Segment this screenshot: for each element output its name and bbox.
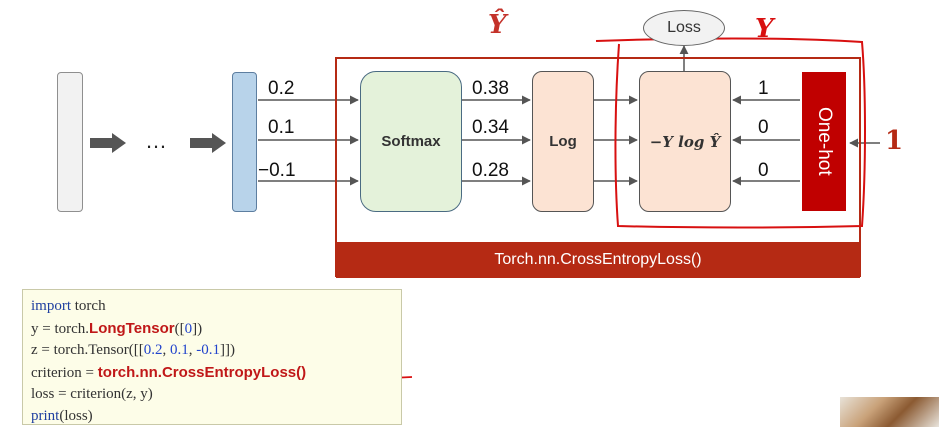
loss-node: Loss xyxy=(643,10,725,46)
cross-entropy-formula-box: −Y log Ŷ xyxy=(639,71,731,212)
onehot-label: One-hot xyxy=(814,107,835,176)
softmax-value-2: 0.34 xyxy=(472,117,509,138)
crossentropy-banner-label: Torch.nn.CrossEntropyLoss() xyxy=(494,251,702,268)
onehot-value-2: 0 xyxy=(758,117,769,138)
input-value-3: −0.1 xyxy=(258,160,296,181)
y-annotation-loop xyxy=(595,37,866,229)
softmax-box: Softmax xyxy=(360,71,462,212)
class-index-label: 1 xyxy=(885,126,904,156)
code-line-1: import torch xyxy=(31,298,106,314)
log-label: Log xyxy=(549,133,577,150)
loss-label: Loss xyxy=(667,19,701,36)
logits-box xyxy=(232,72,257,212)
input-value-2: 0.1 xyxy=(268,117,295,138)
y-hat-label: Ŷ xyxy=(488,10,507,40)
softmax-label: Softmax xyxy=(381,133,441,150)
flow-arrow-1 xyxy=(90,133,126,153)
input-layer-box xyxy=(57,72,83,212)
crossentropy-banner: Torch.nn.CrossEntropyLoss() xyxy=(336,242,860,278)
code-block: import torch y = torch.LongTensor([0]) z… xyxy=(22,289,402,425)
onehot-value-3: 0 xyxy=(758,160,769,181)
cross-entropy-formula: −Y log Ŷ xyxy=(649,132,721,151)
code-line-6: print(loss) xyxy=(31,407,93,424)
input-value-1: 0.2 xyxy=(268,78,295,99)
ellipsis: … xyxy=(145,128,167,153)
code-line-3: z = torch.Tensor([[0.2, 0.1, -0.1]]) xyxy=(31,342,236,358)
y-label: Y xyxy=(755,14,774,44)
flow-arrow-2 xyxy=(190,133,226,153)
log-box: Log xyxy=(532,71,594,212)
softmax-value-1: 0.38 xyxy=(472,78,509,99)
code-line-2: y = torch.LongTensor([0]) xyxy=(31,319,203,337)
code-line-4: criterion = torch.nn.CrossEntropyLoss() xyxy=(31,363,307,381)
webcam-thumbnail xyxy=(840,397,939,427)
code-line-5: loss = criterion(z, y) xyxy=(31,386,153,402)
onehot-box: One-hot xyxy=(802,72,846,211)
softmax-value-3: 0.28 xyxy=(472,160,509,181)
onehot-value-1: 1 xyxy=(758,78,769,99)
